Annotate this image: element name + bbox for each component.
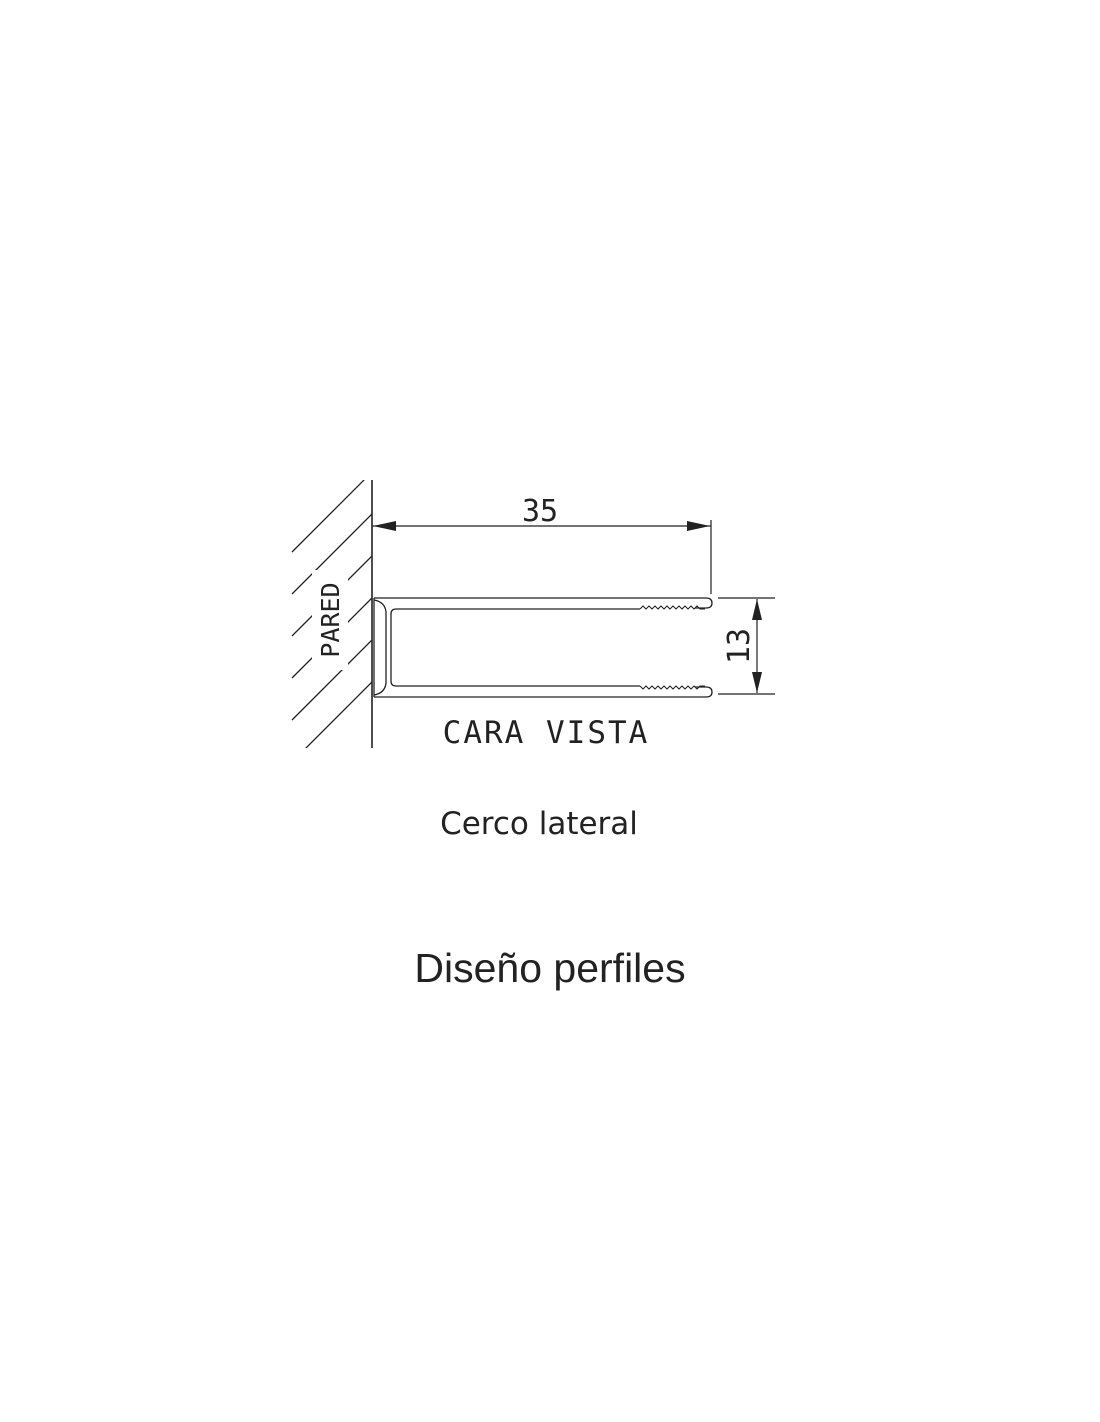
hatch-line [291, 513, 372, 595]
wall-label: PARED [316, 582, 345, 657]
hatch-line [305, 681, 372, 748]
width-dimension-value: 35 [522, 494, 558, 529]
face-label: CARA VISTA [443, 715, 650, 751]
width-dimension: 35 [372, 494, 712, 594]
wall-label-mask [312, 570, 348, 670]
height-dimension: 13 [718, 597, 775, 695]
figure-caption: Cerco lateral [440, 806, 638, 842]
hatch-line [291, 480, 365, 553]
height-dimension-value: 13 [722, 628, 757, 664]
section-title: Diseño perfiles [414, 945, 686, 991]
hatch-line [291, 639, 372, 721]
u-profile [373, 597, 713, 698]
